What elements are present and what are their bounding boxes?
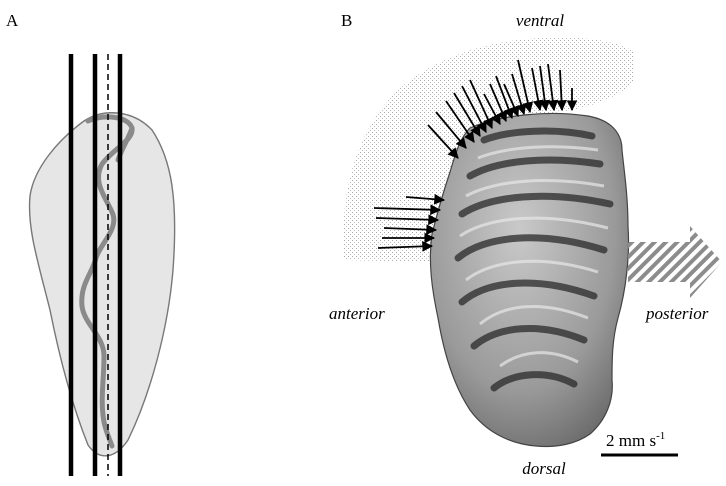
label-ventral: ventral [516,11,564,30]
panel-b-label: B [341,11,352,30]
posterior-outflow-arrow [628,226,722,298]
label-anterior: anterior [329,304,385,323]
scale-bar-label: 2 mm s-1 [606,430,665,450]
scale-bar-superscript: -1 [656,430,665,442]
label-posterior: posterior [645,304,709,323]
label-dorsal: dorsal [522,459,566,478]
scale-bar-value: 2 mm s [606,431,656,450]
panel-a-label: A [6,11,19,30]
